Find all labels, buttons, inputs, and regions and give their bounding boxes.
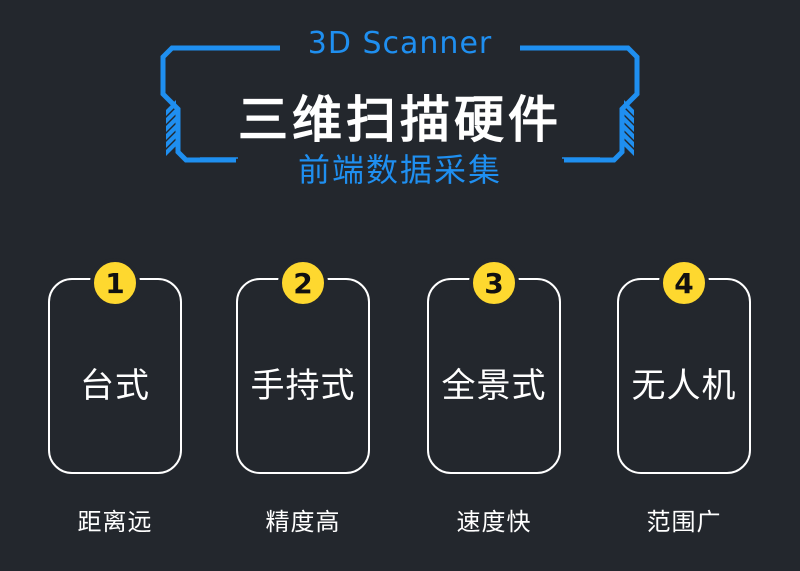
feature-text: 速度快 — [456, 508, 532, 536]
card-panoramic[interactable]: 3 全景式 — [427, 258, 561, 474]
header-subtitle-chinese: 前端数据采集 — [297, 151, 502, 189]
card-handheld[interactable]: 2 手持式 — [236, 258, 370, 474]
number-badge: 2 — [278, 258, 328, 308]
number-badge: 3 — [469, 258, 519, 308]
feature-text: 距离远 — [77, 508, 153, 536]
card-label: 台式 — [80, 366, 150, 406]
card-label: 手持式 — [250, 366, 356, 406]
card-desktop[interactable]: 1 台式 — [48, 258, 182, 474]
card-label: 全景式 — [441, 366, 547, 406]
card-label: 无人机 — [631, 366, 737, 406]
header-subtitle-english: 3D Scanner — [307, 26, 493, 61]
number-badge: 1 — [90, 258, 140, 308]
page-title: 三维扫描硬件 — [238, 91, 562, 149]
card-drone[interactable]: 4 无人机 — [617, 258, 751, 474]
feature-text: 范围广 — [646, 508, 722, 536]
number-badge: 4 — [659, 258, 709, 308]
feature-text: 精度高 — [265, 508, 341, 536]
